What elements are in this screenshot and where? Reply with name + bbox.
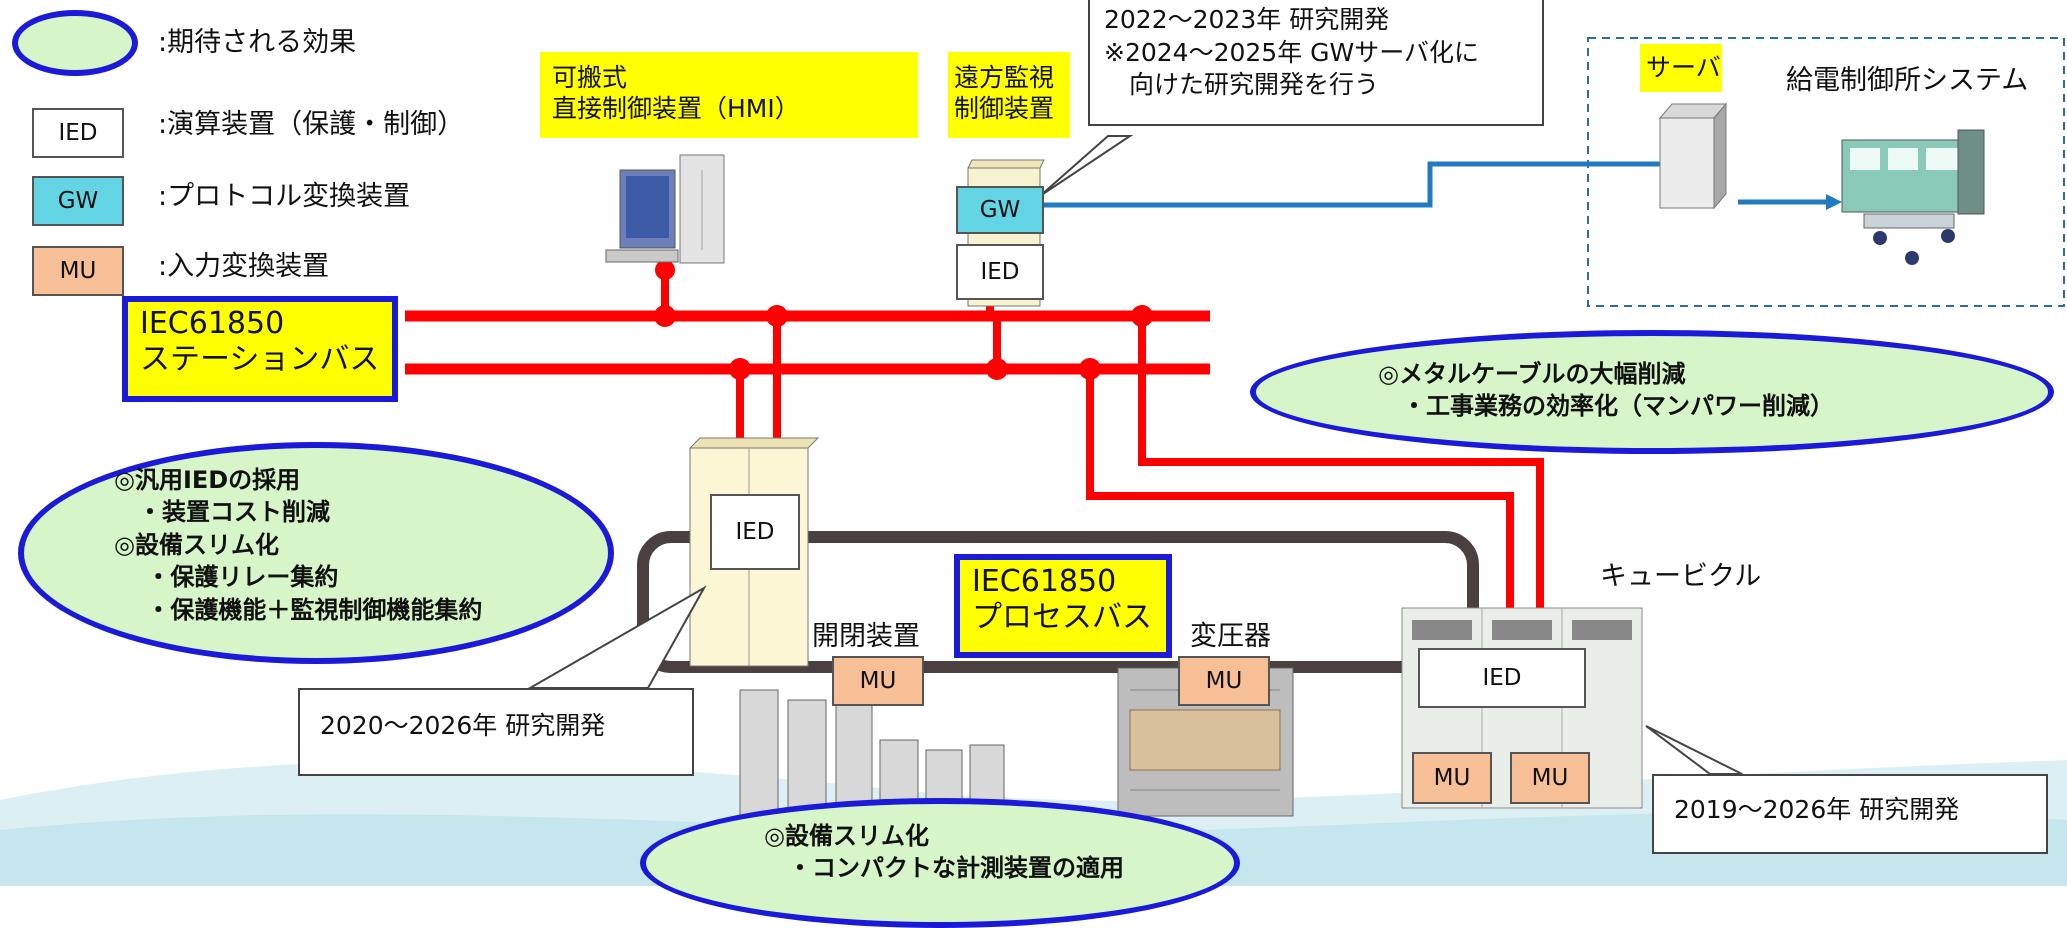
- legend-ied-desc: :演算装置（保護・制御）: [158, 109, 465, 140]
- legend-mu-tag: MU: [32, 246, 124, 296]
- callout-research-2022: 2022～2023年 研究開発 ※2024～2025年 GWサーバ化に 向けた研…: [1088, 0, 1544, 126]
- process-bus-label: IEC61850 プロセスバス: [954, 554, 1172, 658]
- effect-slim-equipment: ◎設備スリム化 ・コンパクトな計測装置の適用: [640, 798, 1240, 928]
- gw-box: GW: [956, 186, 1044, 234]
- callout-top-pointer: [1039, 135, 1134, 197]
- process-bus-loop: [637, 531, 1479, 673]
- legend-gw-desc: :プロトコル変換装置: [158, 181, 411, 212]
- transformer-label: 変圧器: [1190, 621, 1271, 652]
- server-label: サーバ: [1640, 44, 1722, 92]
- station-bus-label: IEC61850 ステーションバス: [122, 296, 398, 402]
- hmi-computer-graphic: [605, 154, 725, 264]
- callout-right-pointer: [1645, 725, 1743, 775]
- cubicle-mu-box-2: MU: [1510, 752, 1590, 804]
- switchgear-label: 開閉装置: [812, 621, 920, 652]
- callout-research-2020: 2020～2026年 研究開発: [298, 688, 694, 776]
- hmi-label: 可搬式 直接制御装置（HMI）: [540, 52, 918, 138]
- effect-metal-cable: ◎メタルケーブルの大幅削減 ・工事業務の効率化（マンパワー削減）: [1250, 330, 2054, 454]
- control-room-graphic: [1841, 129, 1985, 265]
- legend-effect-swatch: [12, 10, 138, 76]
- effect-generic-ied: ◎汎用IEDの採用 ・装置コスト削減 ◎設備スリム化 ・保護リレー集約 ・保護機…: [18, 442, 614, 664]
- server-graphic: [1658, 102, 1728, 210]
- legend-mu-desc: :入力変換装置: [158, 251, 330, 282]
- bus-junctions: [654, 260, 1153, 380]
- remote-control-label: 遠方監視 制御装置: [948, 52, 1070, 138]
- center-system-area: [1587, 37, 2065, 307]
- switchgear-mu-box: MU: [832, 656, 924, 706]
- center-system-label: 給電制御所システム: [1786, 65, 2029, 96]
- center-arrowhead: [1826, 194, 1842, 210]
- gw-to-server-link: [1040, 161, 1660, 208]
- process-ied-box: IED: [710, 494, 800, 570]
- cubicle-feeder-b: [1086, 369, 1514, 608]
- cubicle-ied-box: IED: [1418, 648, 1586, 708]
- cubicle-mu-box-1: MU: [1412, 752, 1492, 804]
- transformer-mu-box: MU: [1178, 656, 1270, 706]
- callout-research-2019: 2019～2026年 研究開発: [1652, 774, 2048, 854]
- legend-gw-tag: GW: [32, 176, 124, 226]
- cubicle-label: キュービクル: [1600, 561, 1762, 592]
- remote-ied-box: IED: [956, 244, 1044, 300]
- cubicle-feeder-a: [1138, 316, 1544, 608]
- legend-effect-label: :期待される効果: [158, 27, 357, 58]
- legend-ied-tag: IED: [32, 108, 124, 158]
